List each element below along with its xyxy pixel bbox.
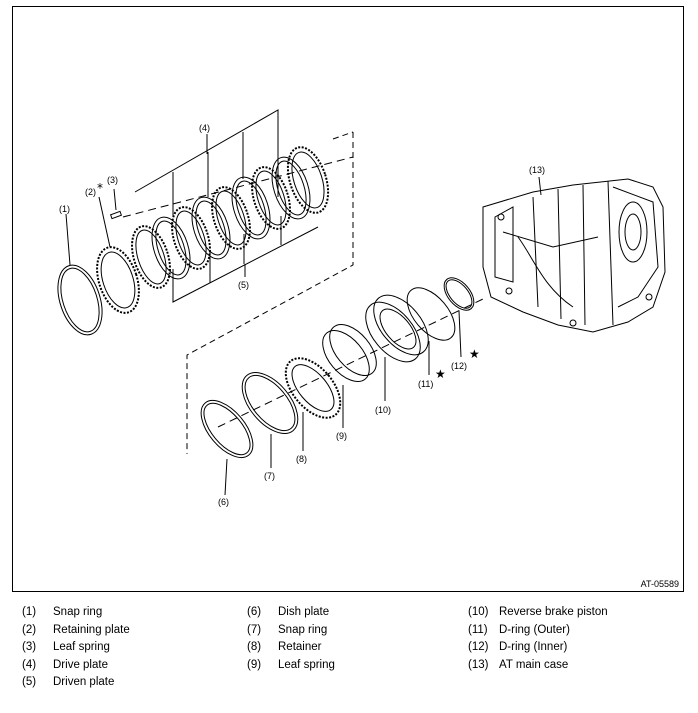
legend-item-label: AT main case — [499, 658, 569, 671]
callout-4: (4) — [199, 123, 210, 133]
retaining-plate-part-2 — [96, 246, 140, 314]
callout-5: (5) — [238, 280, 249, 290]
legend-item-number: (11) — [468, 623, 488, 636]
legend-item-number: (4) — [22, 658, 37, 671]
legend-item-label: Driven plate — [53, 676, 115, 689]
leader-1 — [65, 213, 71, 266]
leader-12 — [458, 310, 462, 358]
callout-9: (9) — [336, 431, 347, 441]
legend-item-label: Retainer — [278, 641, 322, 654]
legend-item-number: (2) — [22, 623, 37, 636]
callout-7: (7) — [264, 471, 275, 481]
legend-item-number: (1) — [22, 606, 37, 618]
callout-13: (13) — [529, 165, 545, 175]
legend-item-label: D-ring (Outer) — [499, 623, 570, 636]
star-mark-11: ★ — [435, 367, 446, 381]
snap-ring-part-7 — [241, 372, 299, 434]
at-main-case-part-13 — [482, 178, 666, 333]
figure-code: AT-05589 — [640, 579, 679, 589]
legend-item-label: Reverse brake piston — [499, 606, 608, 618]
legend-item-number: (13) — [468, 658, 489, 671]
leader-13 — [538, 176, 542, 196]
legend-item-label: Drive plate — [53, 658, 108, 671]
legend-item-label: Leaf spring — [278, 658, 335, 671]
callout-6: (6) — [218, 497, 229, 507]
snap-ring-part-1 — [57, 264, 103, 336]
asterisk-mark: * — [97, 181, 103, 195]
d-ring-inner-part-12 — [443, 277, 475, 311]
legend-item-label: Snap ring — [278, 623, 328, 636]
d-ring-outer-part-11 — [406, 287, 456, 341]
callout-2: (2) — [85, 187, 96, 197]
star-mark-12: ★ — [469, 347, 480, 361]
leader-bracket-5 — [172, 226, 319, 303]
center-axis-dashed — [122, 156, 354, 218]
callout-10: (10) — [375, 405, 391, 415]
callout-3: (3) — [107, 175, 118, 185]
exploded-view-figure: (1) (2) * (3) (4) (5) (6) (7) (8) (9) (1… — [12, 6, 684, 592]
legend-item-label: D-ring (Inner) — [499, 641, 568, 654]
retainer-part-8 — [284, 357, 342, 419]
legend-item-label: Retaining plate — [53, 623, 130, 636]
reverse-brake-piston-part-10 — [365, 294, 429, 363]
legend-item-number: (7) — [247, 623, 262, 636]
parts-legend: (1) Snap ring (2) Retaining plate (3) Leaf sp… — [22, 604, 692, 704]
legend-item-label: Snap ring — [53, 606, 103, 618]
guide-box-top-dashed — [332, 131, 354, 140]
legend-item-number: (9) — [247, 658, 262, 671]
leader-2 — [98, 196, 111, 248]
guide-box-dashed — [186, 132, 354, 454]
callout-8: (8) — [296, 454, 307, 464]
legend-item-number: (12) — [468, 641, 489, 654]
clutch-plate-pack — [131, 146, 330, 289]
legend-item-number: (10) — [468, 606, 489, 618]
dish-plate-part-6 — [200, 400, 254, 458]
leader-bracket-4 — [134, 109, 279, 197]
legend-item-number: (8) — [247, 641, 262, 654]
legend-item-label: Leaf spring — [53, 641, 110, 654]
callout-11: (11) — [418, 379, 433, 389]
legend-item-number: (3) — [22, 641, 37, 654]
legend-item-label: Dish plate — [278, 606, 330, 618]
leaf-spring-part-9 — [322, 324, 377, 382]
leaf-spring-part-3 — [109, 210, 123, 220]
legend-item-number: (5) — [22, 676, 37, 689]
leader-6 — [224, 458, 228, 496]
leader-3 — [113, 188, 117, 211]
callout-12: (12) — [451, 361, 467, 371]
center-axis-lower-dashed — [217, 298, 484, 428]
legend-item-number: (6) — [247, 606, 262, 618]
callout-1: (1) — [59, 204, 70, 214]
exploded-view-drawing: (1) (2) * (3) (4) (5) (6) (7) (8) (9) (1… — [57, 109, 666, 507]
